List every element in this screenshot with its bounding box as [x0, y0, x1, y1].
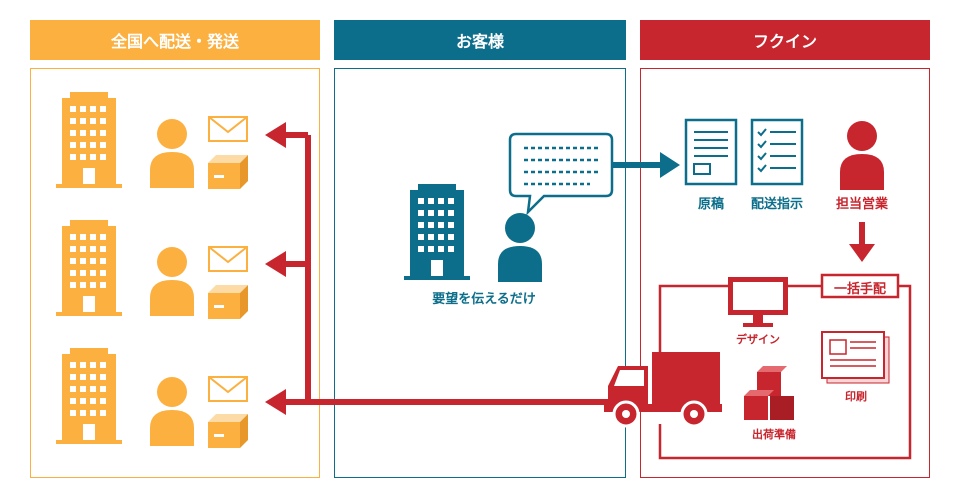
package-icon [208, 414, 248, 448]
person-icon [150, 377, 194, 446]
recipient-row-3 [56, 348, 248, 448]
person-icon [840, 121, 884, 190]
person-icon [498, 213, 542, 282]
printed-sheet-icon [821, 331, 890, 384]
person-icon [150, 247, 194, 316]
package-icon [208, 285, 248, 319]
building-icon [56, 92, 122, 188]
checklist-icon [750, 118, 804, 186]
header-customer: お客様 [334, 20, 626, 60]
label-delivery-instructions: 配送指示 [750, 197, 803, 212]
arrow-heads [265, 122, 286, 415]
label-sales-rep: 担当営業 [835, 197, 888, 212]
envelope-icon [208, 246, 248, 272]
label-design: デザイン [736, 333, 780, 346]
building-icon [56, 348, 122, 444]
delivery-arrows [282, 132, 610, 405]
label-printing: 印刷 [845, 390, 867, 403]
customer-caption: 要望を伝えるだけ [432, 292, 536, 307]
boxes-icon [744, 366, 794, 420]
assign-arrow [849, 222, 875, 262]
label-manuscript: 原稿 [697, 197, 724, 212]
truck-icon [604, 352, 722, 428]
speech-bubble-icon [508, 132, 614, 216]
recipient-row-1 [56, 92, 248, 189]
request-arrow [612, 152, 680, 178]
label-shipping-prep: 出荷準備 [752, 428, 796, 441]
person-icon [150, 119, 194, 188]
recipient-row-2 [56, 220, 248, 319]
document-icon [684, 118, 738, 186]
envelope-icon [208, 376, 248, 402]
header-delivery: 全国へ配送・発送 [30, 20, 320, 60]
header-fukuin: フクイン [640, 20, 930, 60]
label-one-stop: 一括手配 [833, 282, 886, 297]
envelope-icon [208, 116, 248, 142]
package-icon [208, 155, 248, 189]
building-icon [404, 184, 470, 280]
one-stop-box [820, 273, 900, 299]
building-icon [56, 220, 122, 316]
monitor-icon [728, 277, 788, 327]
